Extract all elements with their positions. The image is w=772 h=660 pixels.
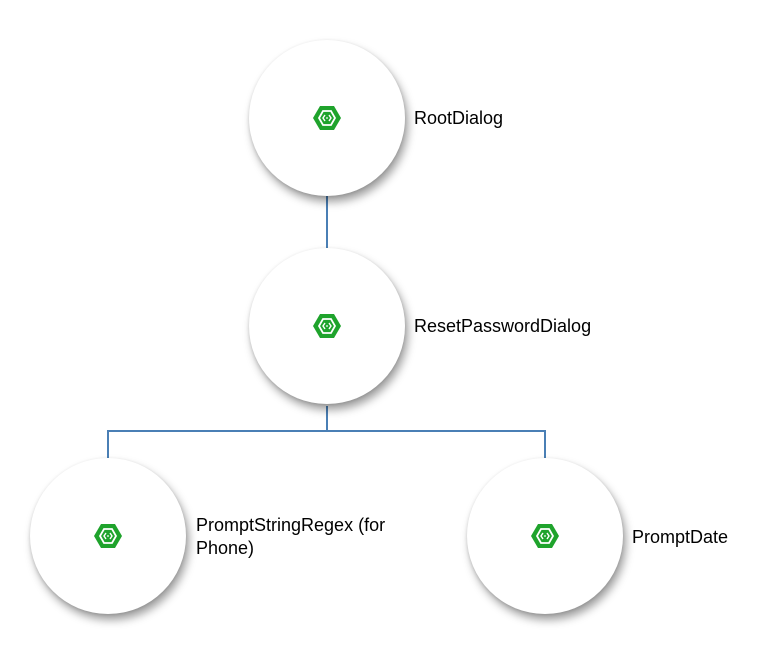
node-label-line-1: PromptStringRegex (for	[196, 515, 386, 535]
node-reset-password-dialog[interactable]	[249, 248, 405, 404]
dialog-hexagon-icon	[531, 524, 559, 548]
node-label-line-2: Phone)	[196, 538, 255, 558]
node-label-root-dialog: RootDialog	[414, 108, 504, 128]
node-label-reset-password-dialog: ResetPasswordDialog	[414, 316, 592, 336]
node-label-prompt-date: PromptDate	[632, 527, 729, 547]
dialog-hexagon-icon	[94, 524, 122, 548]
dialog-hexagon-icon	[313, 314, 341, 338]
node-prompt-string-regex[interactable]	[30, 458, 186, 614]
node-root-dialog[interactable]	[249, 40, 405, 196]
node-prompt-date[interactable]	[467, 458, 623, 614]
dialog-hexagon-icon	[313, 106, 341, 130]
node-label-prompt-string-regex: PromptStringRegex (for Phone)	[196, 514, 385, 560]
